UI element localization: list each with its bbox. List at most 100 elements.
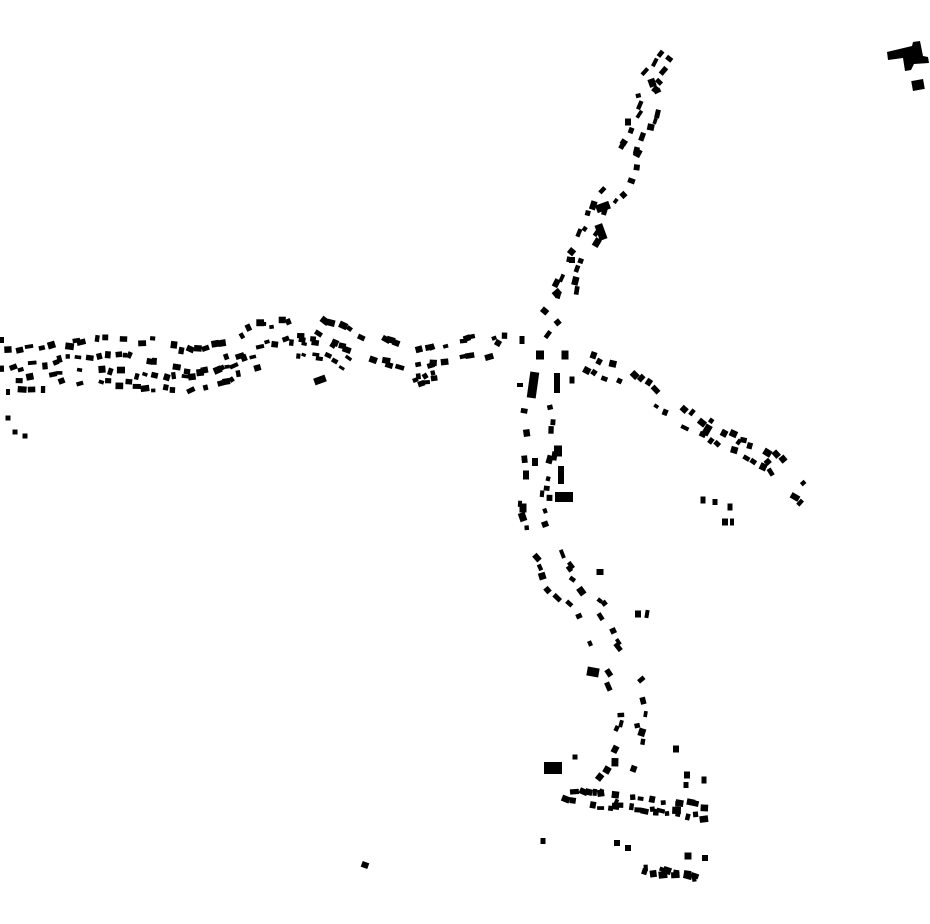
building xyxy=(536,350,544,360)
building xyxy=(201,344,210,353)
building xyxy=(338,320,349,331)
building xyxy=(699,815,709,823)
building xyxy=(656,807,666,814)
building xyxy=(684,852,692,860)
building xyxy=(261,321,267,326)
building xyxy=(229,362,239,370)
building xyxy=(544,762,562,774)
building xyxy=(185,344,196,354)
building xyxy=(12,429,18,435)
building xyxy=(766,467,775,477)
building xyxy=(149,336,156,341)
building xyxy=(24,343,34,350)
building xyxy=(617,802,624,808)
building xyxy=(656,49,665,58)
building xyxy=(4,346,12,353)
building xyxy=(42,362,48,370)
building xyxy=(625,118,631,126)
building xyxy=(613,642,623,653)
building xyxy=(636,373,646,383)
building xyxy=(545,475,551,482)
building xyxy=(543,329,553,340)
building xyxy=(8,363,18,371)
building xyxy=(228,376,235,383)
building xyxy=(519,336,525,344)
building xyxy=(640,738,646,746)
building xyxy=(56,371,63,375)
building xyxy=(76,367,83,373)
building xyxy=(609,626,618,635)
building xyxy=(608,359,618,368)
building xyxy=(596,789,605,798)
building xyxy=(554,373,560,393)
building xyxy=(573,264,581,273)
building xyxy=(661,408,669,417)
building xyxy=(682,873,693,881)
building xyxy=(25,372,35,381)
building xyxy=(146,357,154,365)
building xyxy=(758,462,768,472)
building xyxy=(545,454,554,465)
building xyxy=(588,200,598,211)
building xyxy=(421,372,429,380)
building xyxy=(551,287,563,299)
building xyxy=(330,357,339,365)
building xyxy=(730,518,734,526)
building xyxy=(696,417,708,428)
building xyxy=(796,498,805,507)
building xyxy=(284,318,292,326)
building xyxy=(133,372,140,381)
building xyxy=(641,868,648,876)
building xyxy=(568,575,577,583)
building xyxy=(686,798,696,807)
building xyxy=(536,563,544,572)
building xyxy=(662,865,673,876)
building xyxy=(263,339,271,345)
building xyxy=(115,382,124,390)
building xyxy=(602,765,612,775)
building xyxy=(691,874,697,882)
building xyxy=(763,457,772,467)
building xyxy=(719,428,729,438)
building xyxy=(560,794,571,804)
building xyxy=(684,771,690,779)
building xyxy=(57,377,66,385)
building xyxy=(391,338,401,348)
building xyxy=(301,352,307,358)
building xyxy=(651,57,659,68)
building xyxy=(324,351,333,359)
building xyxy=(611,790,620,799)
building xyxy=(95,352,103,360)
building xyxy=(558,549,566,559)
building xyxy=(746,442,754,450)
building xyxy=(540,838,546,844)
building xyxy=(648,795,656,804)
building xyxy=(253,363,262,372)
building xyxy=(613,725,620,732)
building xyxy=(218,364,226,372)
building xyxy=(315,356,324,362)
building xyxy=(345,325,353,333)
building xyxy=(728,429,739,439)
building xyxy=(590,368,598,377)
building xyxy=(132,383,141,389)
building xyxy=(74,355,82,360)
building xyxy=(552,592,563,603)
building xyxy=(627,126,635,135)
building xyxy=(384,361,394,369)
building xyxy=(595,357,603,366)
building xyxy=(700,496,706,504)
building xyxy=(119,336,128,342)
building xyxy=(543,585,552,595)
building xyxy=(256,319,264,327)
building xyxy=(15,378,23,384)
building xyxy=(546,404,554,411)
building xyxy=(430,375,438,382)
building xyxy=(543,485,550,492)
building xyxy=(653,403,660,410)
building xyxy=(238,332,246,340)
building xyxy=(138,340,147,347)
building xyxy=(712,499,718,505)
building xyxy=(569,797,577,804)
